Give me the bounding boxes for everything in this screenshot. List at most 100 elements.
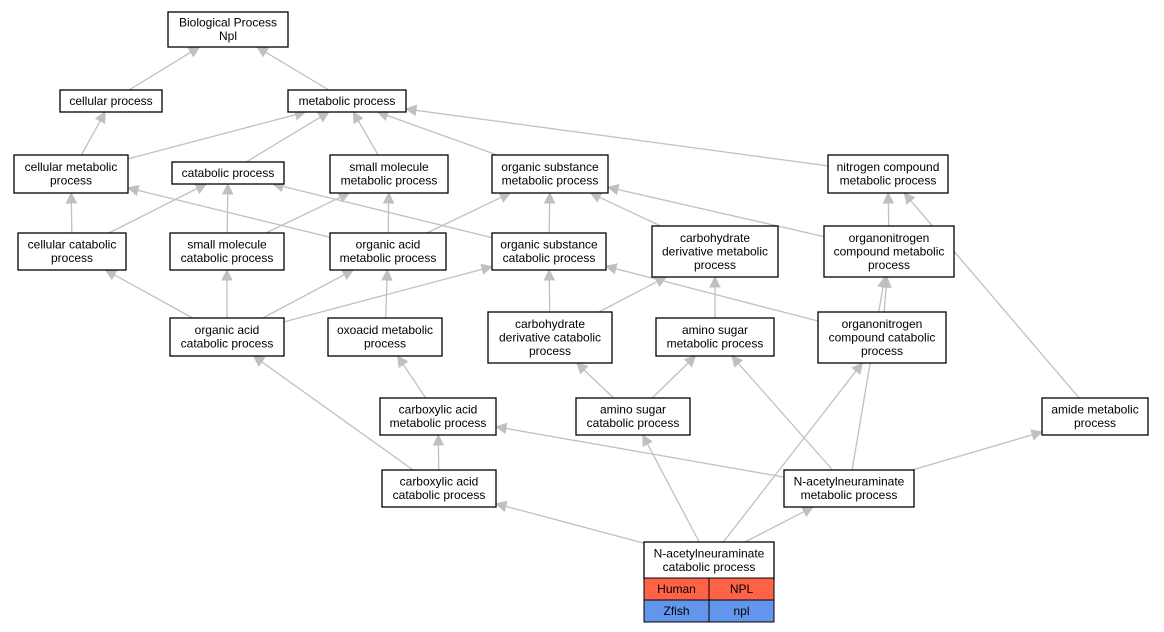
- edge-line: [261, 361, 414, 471]
- edge-line: [505, 505, 645, 544]
- node-label: metabolic process: [340, 251, 437, 265]
- edge-org_subst_catabolic-to-org_subst_metabolic: [543, 191, 556, 234]
- edge-line: [505, 427, 785, 478]
- arrow-head-icon: [498, 192, 512, 203]
- legend-gene-label: npl: [733, 604, 749, 618]
- edge-small_mol_catabolic-to-small_mol_metabolic: [265, 192, 351, 234]
- node-box: [167, 11, 289, 48]
- node-label: metabolic process: [667, 337, 764, 351]
- arrow-head-icon: [94, 111, 106, 125]
- node-label: process: [51, 251, 93, 265]
- arrow-head-icon: [543, 268, 556, 281]
- edge-carb_deriv_catabolic-to-carb_deriv_metabolic: [598, 276, 668, 313]
- edge-line: [386, 114, 498, 156]
- node-label: catabolic process: [182, 166, 275, 180]
- edge-organonitrogen_catabolic-to-org_subst_catabolic: [604, 263, 819, 322]
- legend-gene-label: NPL: [730, 582, 754, 596]
- node-box: [329, 154, 449, 194]
- node-label: catabolic process: [393, 488, 486, 502]
- arrow-head-icon: [65, 191, 78, 204]
- node-label: N-acetylneuraminate: [654, 547, 765, 561]
- edge-small_mol_catabolic-to-catabolic: [221, 182, 234, 234]
- edge-line: [883, 286, 887, 313]
- node-box: [827, 154, 949, 194]
- edge-neu_metabolic-to-amino_sugar_metabolic: [731, 355, 834, 471]
- node-catabolic[interactable]: catabolic process: [171, 161, 285, 185]
- node-label: catabolic process: [503, 251, 596, 265]
- arrow-head-icon: [851, 362, 863, 375]
- edge-carboxylic_catabolic-to-org_acid_catabolic: [252, 355, 414, 471]
- edge-neu_catabolic-to-neu_metabolic: [744, 506, 814, 543]
- node-label: amide metabolic: [1051, 403, 1138, 417]
- arrow-head-icon: [432, 433, 445, 446]
- node-box: [13, 154, 129, 194]
- edges-layer: [65, 46, 1080, 544]
- edge-line: [651, 362, 689, 399]
- node-metabolic_process[interactable]: metabolic process: [287, 89, 407, 113]
- node-label: organonitrogen: [849, 231, 930, 245]
- arrow-head-icon: [903, 192, 916, 205]
- arrow-head-icon: [221, 268, 233, 281]
- arrow-head-icon: [382, 191, 395, 204]
- edge-neu_metabolic-to-amide_metabolic: [912, 429, 1044, 471]
- node-label: compound metabolic: [834, 244, 945, 258]
- node-label: organic substance: [500, 238, 598, 252]
- node-box: [491, 154, 609, 194]
- arrow-head-icon: [543, 191, 556, 204]
- node-label: process: [364, 337, 406, 351]
- edge-org_acid_catabolic-to-small_mol_catabolic: [221, 268, 233, 318]
- edge-line: [108, 187, 198, 234]
- edge-cellular_catabolic-to-cellular_metabolic: [65, 191, 78, 234]
- edge-org_acid_metabolic-to-org_subst_metabolic: [426, 192, 512, 234]
- node-label: organic acid: [356, 238, 421, 252]
- edge-amino_sugar_catabolic-to-carb_deriv_catabolic: [575, 362, 615, 399]
- edge-line: [226, 193, 229, 234]
- arrow-head-icon: [397, 355, 409, 368]
- legend-cell-gene: [708, 599, 775, 623]
- arrow-head-icon: [1030, 429, 1044, 441]
- edge-carb_deriv_catabolic-to-org_subst_catabolic: [543, 268, 556, 313]
- edge-cellular_process-to-bp: [128, 46, 201, 91]
- edge-line: [617, 188, 825, 238]
- node-label: organic acid: [195, 323, 260, 337]
- edge-oxoacid_metabolic-to-org_acid_metabolic: [381, 268, 393, 319]
- edge-organonitrogen_metabolic-to-nitrogen_compound: [882, 191, 895, 227]
- edge-org_acid_catabolic-to-org_subst_catabolic: [283, 263, 494, 323]
- edge-line: [737, 363, 834, 471]
- edge-line: [265, 51, 330, 91]
- edge-org_acid_metabolic-to-small_mol_metabolic: [382, 191, 395, 234]
- arrow-head-icon: [126, 184, 140, 197]
- edge-amino_sugar_metabolic-to-carb_deriv_metabolic: [709, 275, 721, 318]
- node-label: metabolic process: [801, 488, 898, 502]
- node-box: [491, 232, 607, 271]
- node-box: [655, 317, 775, 357]
- node-label: organonitrogen: [842, 317, 923, 331]
- edge-line: [598, 281, 658, 313]
- edge-line: [599, 196, 661, 227]
- node-cellular_process[interactable]: cellular process: [59, 89, 163, 113]
- node-box: [327, 317, 443, 357]
